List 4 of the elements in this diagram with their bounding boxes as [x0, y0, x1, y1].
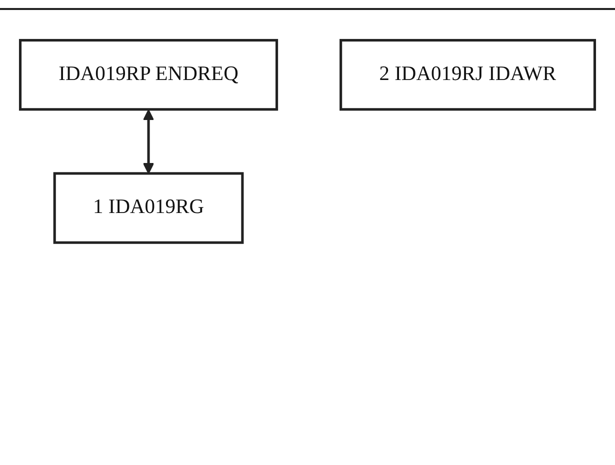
arrow — [142, 109, 154, 174]
node-box: IDA019RP ENDREQ — [18, 38, 278, 111]
node-box: 1 IDA019RG — [53, 172, 244, 244]
node-box: 2 IDA019RJ IDAWR — [340, 38, 596, 111]
